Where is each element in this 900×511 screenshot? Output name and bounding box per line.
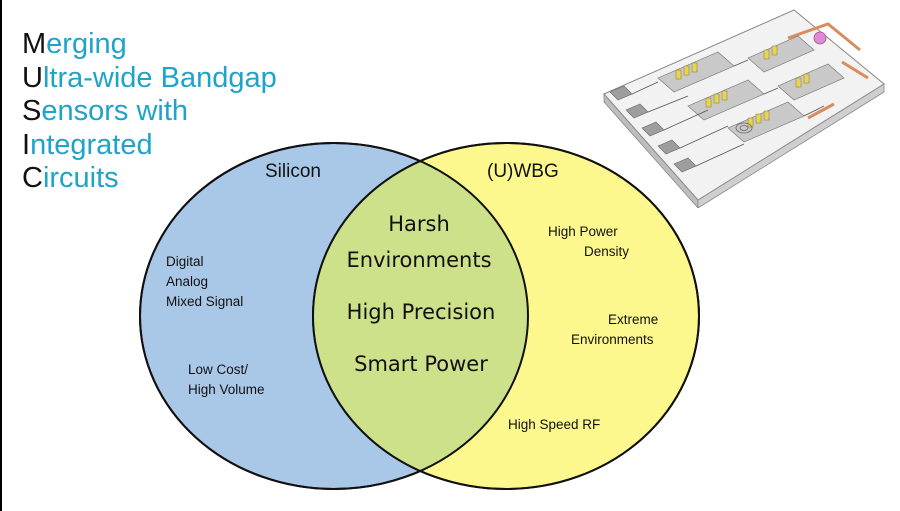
- acronym-rest: ircuits: [42, 162, 119, 194]
- acronym-initial: I: [22, 128, 31, 161]
- acronym-line: Sensors with: [22, 95, 277, 129]
- acronym-rest: ntegrated: [30, 128, 153, 161]
- silicon-item: Mixed Signal: [166, 294, 243, 309]
- acronym-line: Ultra-wide Bandgap: [22, 62, 277, 96]
- slide-left-border: [0, 0, 2, 511]
- uwbg-circle-outline: [312, 142, 700, 490]
- overlap-item: High Precision: [347, 300, 496, 324]
- overlap-item: Smart Power: [354, 352, 488, 376]
- overlap-item: Harsh: [388, 212, 450, 236]
- uwbg-item: Extreme: [608, 312, 658, 327]
- silicon-item: Digital: [166, 254, 204, 269]
- uwbg-item: Environments: [571, 332, 654, 347]
- silicon-item: Low Cost/: [188, 362, 248, 377]
- silicon-label: Silicon: [265, 161, 321, 182]
- acronym-title: Merging Ultra-wide Bandgap Sensors with …: [22, 28, 277, 196]
- acronym-initial: U: [22, 61, 43, 94]
- silicon-item: High Volume: [188, 382, 265, 397]
- uwbg-item: High Speed RF: [508, 417, 600, 432]
- overlap-region: [313, 143, 528, 489]
- integrated-circuit-chip-icon: [603, 9, 885, 208]
- acronym-initial: M: [22, 28, 47, 60]
- acronym-line: Circuits: [22, 162, 277, 196]
- acronym-line: Integrated: [22, 129, 277, 163]
- acronym-rest: ltra-wide Bandgap: [42, 61, 277, 94]
- acronym-rest: erging: [46, 28, 127, 60]
- silicon-circle-outline: [139, 142, 529, 490]
- uwbg-item: High Power: [548, 224, 618, 239]
- uwbg-item: Density: [584, 244, 629, 259]
- acronym-line: Merging: [22, 28, 277, 62]
- acronym-initial: S: [22, 95, 42, 127]
- acronym-initial: C: [22, 162, 43, 194]
- uwbg-label: (U)WBG: [487, 161, 559, 182]
- overlap-item: Environments: [346, 248, 491, 272]
- silicon-item: Analog: [166, 274, 208, 289]
- acronym-rest: ensors with: [41, 95, 189, 127]
